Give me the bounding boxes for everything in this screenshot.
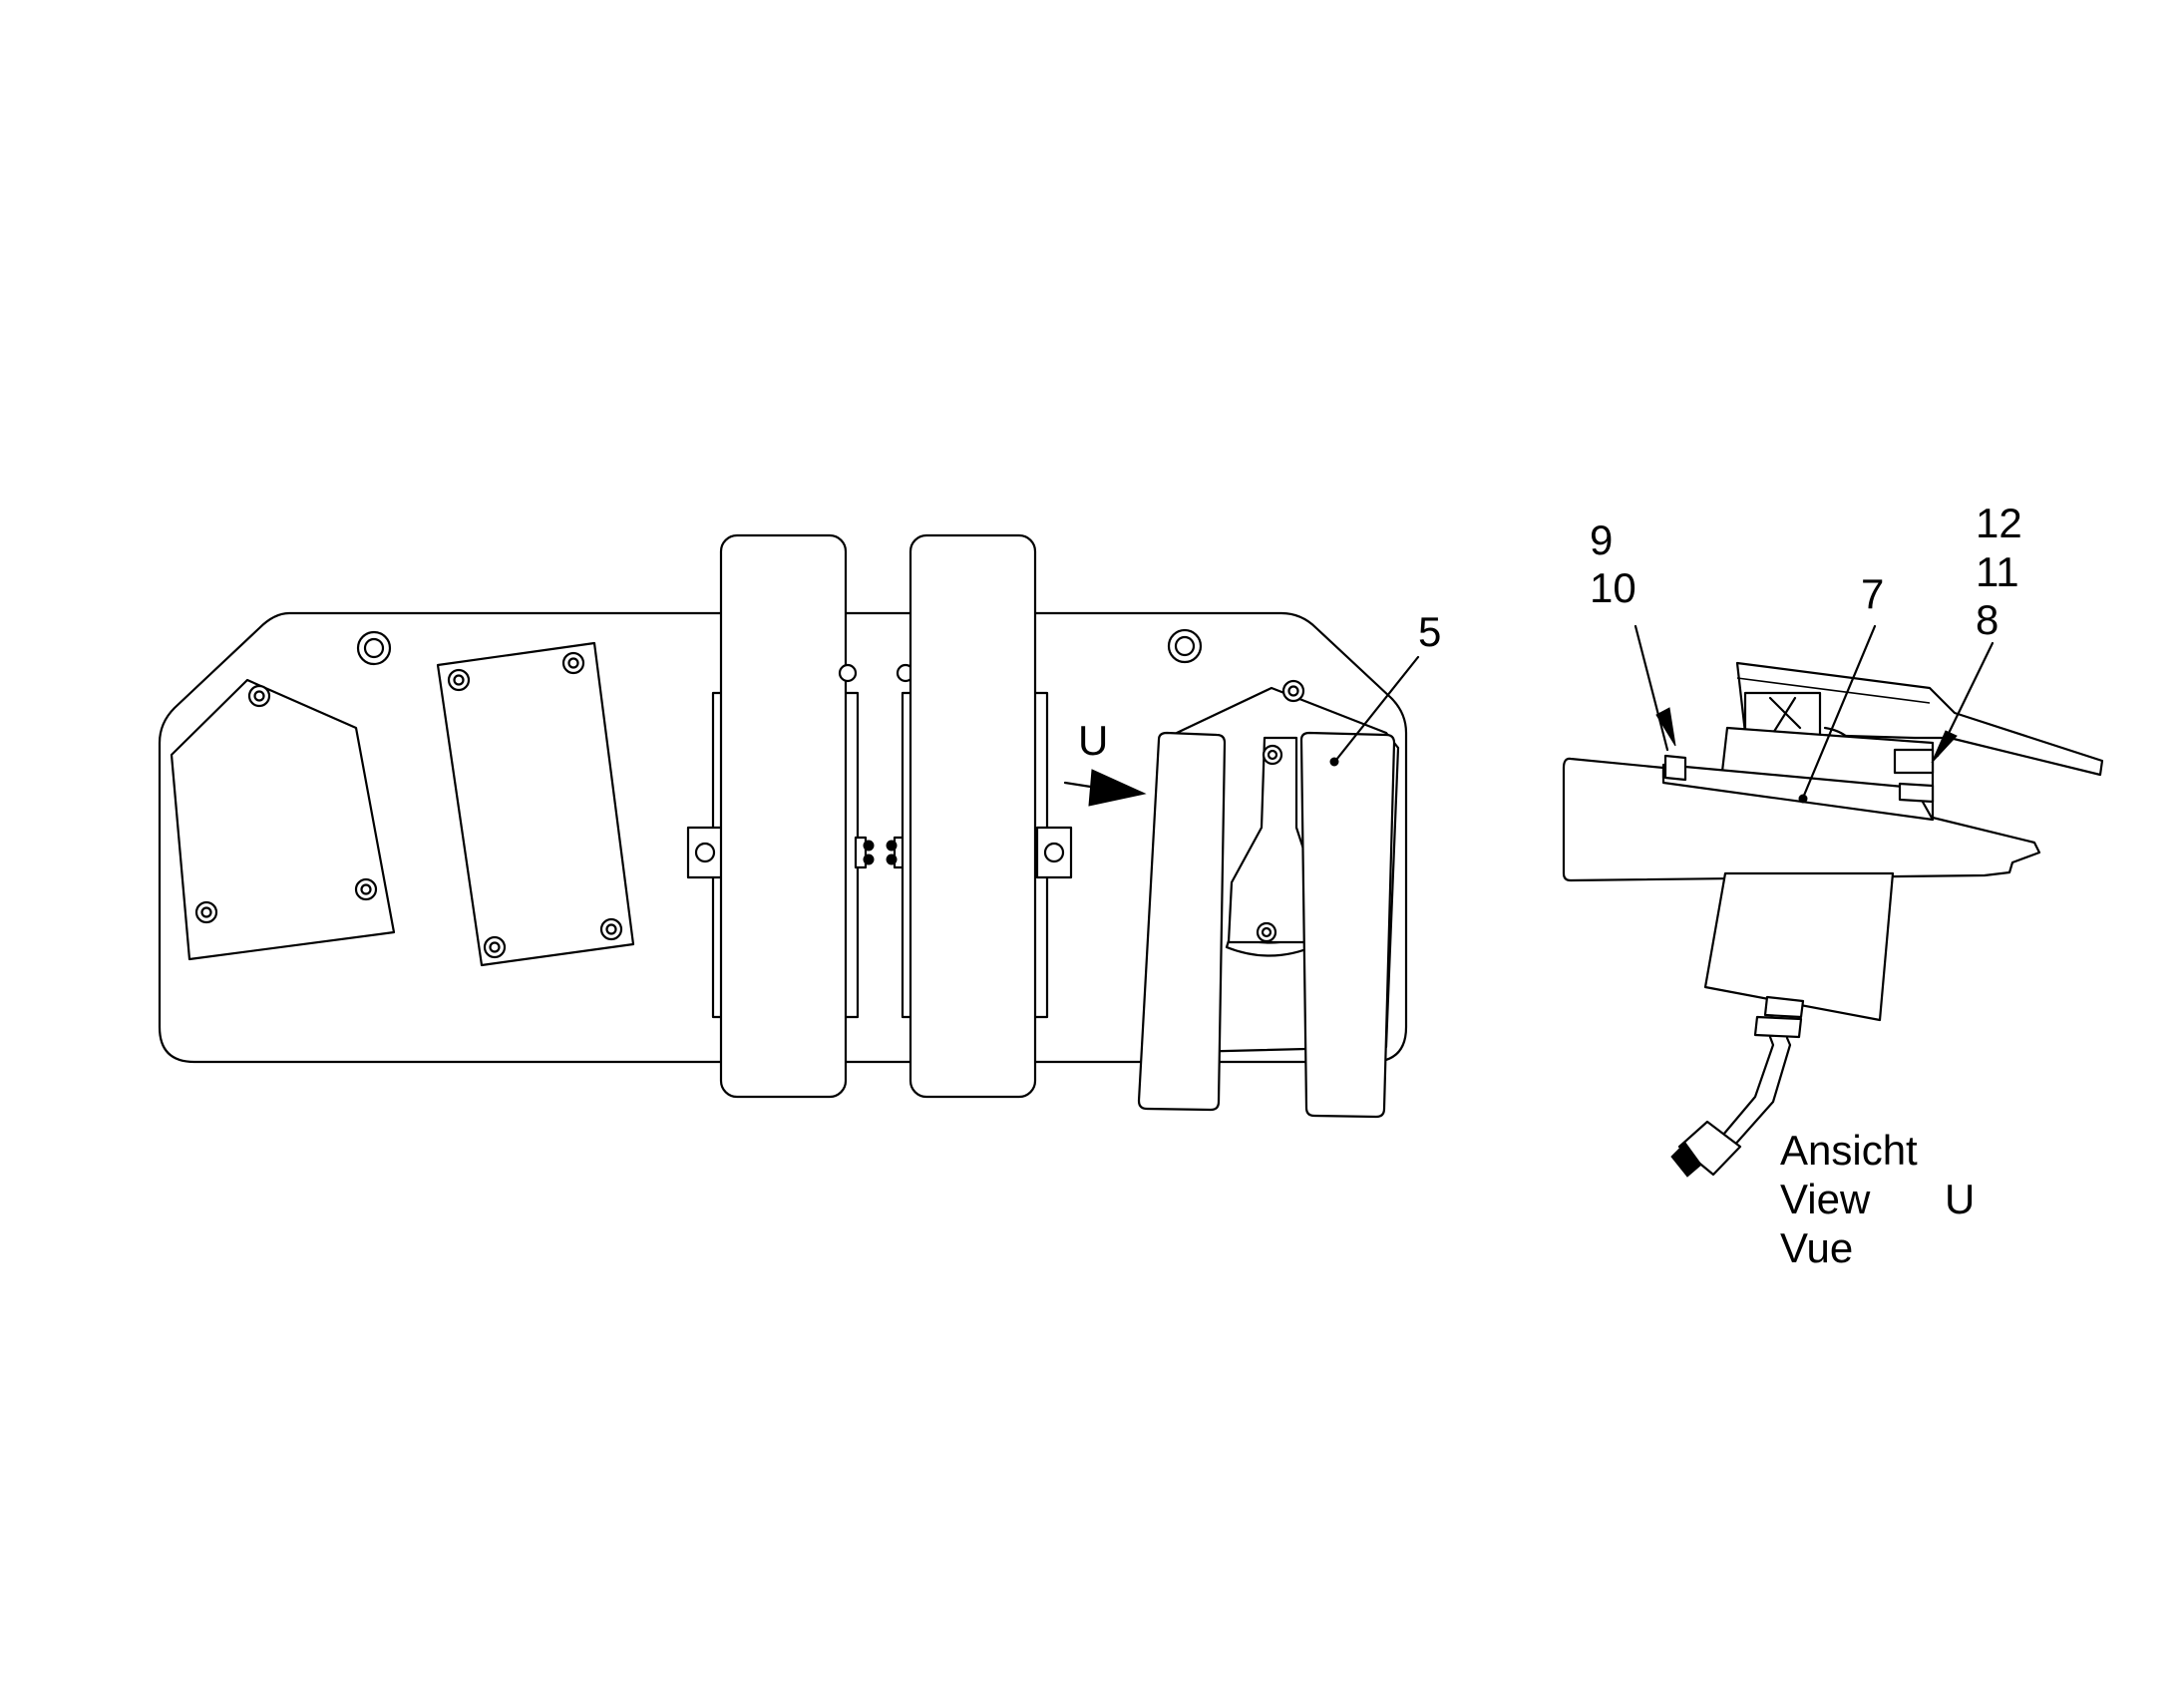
foot-pedal bbox=[1137, 679, 1400, 1119]
label-part-5: 5 bbox=[1418, 608, 1441, 655]
label-part-10: 10 bbox=[1590, 564, 1636, 611]
view-caption-en: View bbox=[1780, 1176, 1871, 1222]
sensor-housing bbox=[1703, 871, 1895, 1022]
label-part-12: 12 bbox=[1976, 500, 2022, 546]
cable-gland bbox=[1763, 995, 1805, 1019]
plate-bolt-left bbox=[356, 630, 392, 666]
label-part-8: 8 bbox=[1976, 596, 1998, 643]
label-part-7: 7 bbox=[1861, 570, 1884, 617]
top-view bbox=[158, 533, 1408, 1119]
view-arrow-u bbox=[1063, 769, 1147, 807]
side-view-u bbox=[1562, 624, 2104, 1178]
view-caption-fr: Vue bbox=[1780, 1224, 1853, 1271]
connector bbox=[1677, 1120, 1742, 1177]
label-part-9: 9 bbox=[1590, 516, 1613, 563]
cover-plate-center bbox=[436, 641, 635, 967]
pedal-2 bbox=[901, 533, 1073, 1099]
plate-bolt-right bbox=[1167, 628, 1203, 664]
label-u-arrow: U bbox=[1078, 717, 1108, 764]
label-part-11: 11 bbox=[1976, 548, 2019, 595]
pedal-1 bbox=[686, 533, 860, 1099]
view-caption-de: Ansicht bbox=[1780, 1127, 1918, 1174]
mounting-base bbox=[1562, 757, 2041, 882]
view-caption-letter: U bbox=[1945, 1176, 1975, 1222]
cover-plate-left bbox=[170, 678, 396, 961]
